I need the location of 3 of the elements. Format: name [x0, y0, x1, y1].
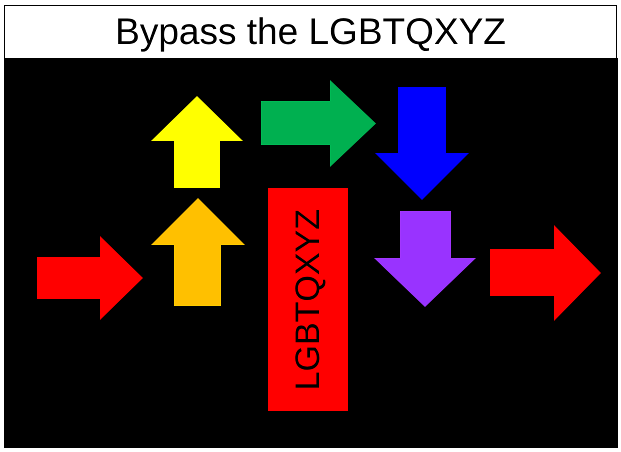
vertical-label: LGBTQXYZ	[291, 208, 325, 390]
label-block	[268, 188, 348, 411]
title: Bypass the LGBTQXYZ	[4, 5, 617, 59]
